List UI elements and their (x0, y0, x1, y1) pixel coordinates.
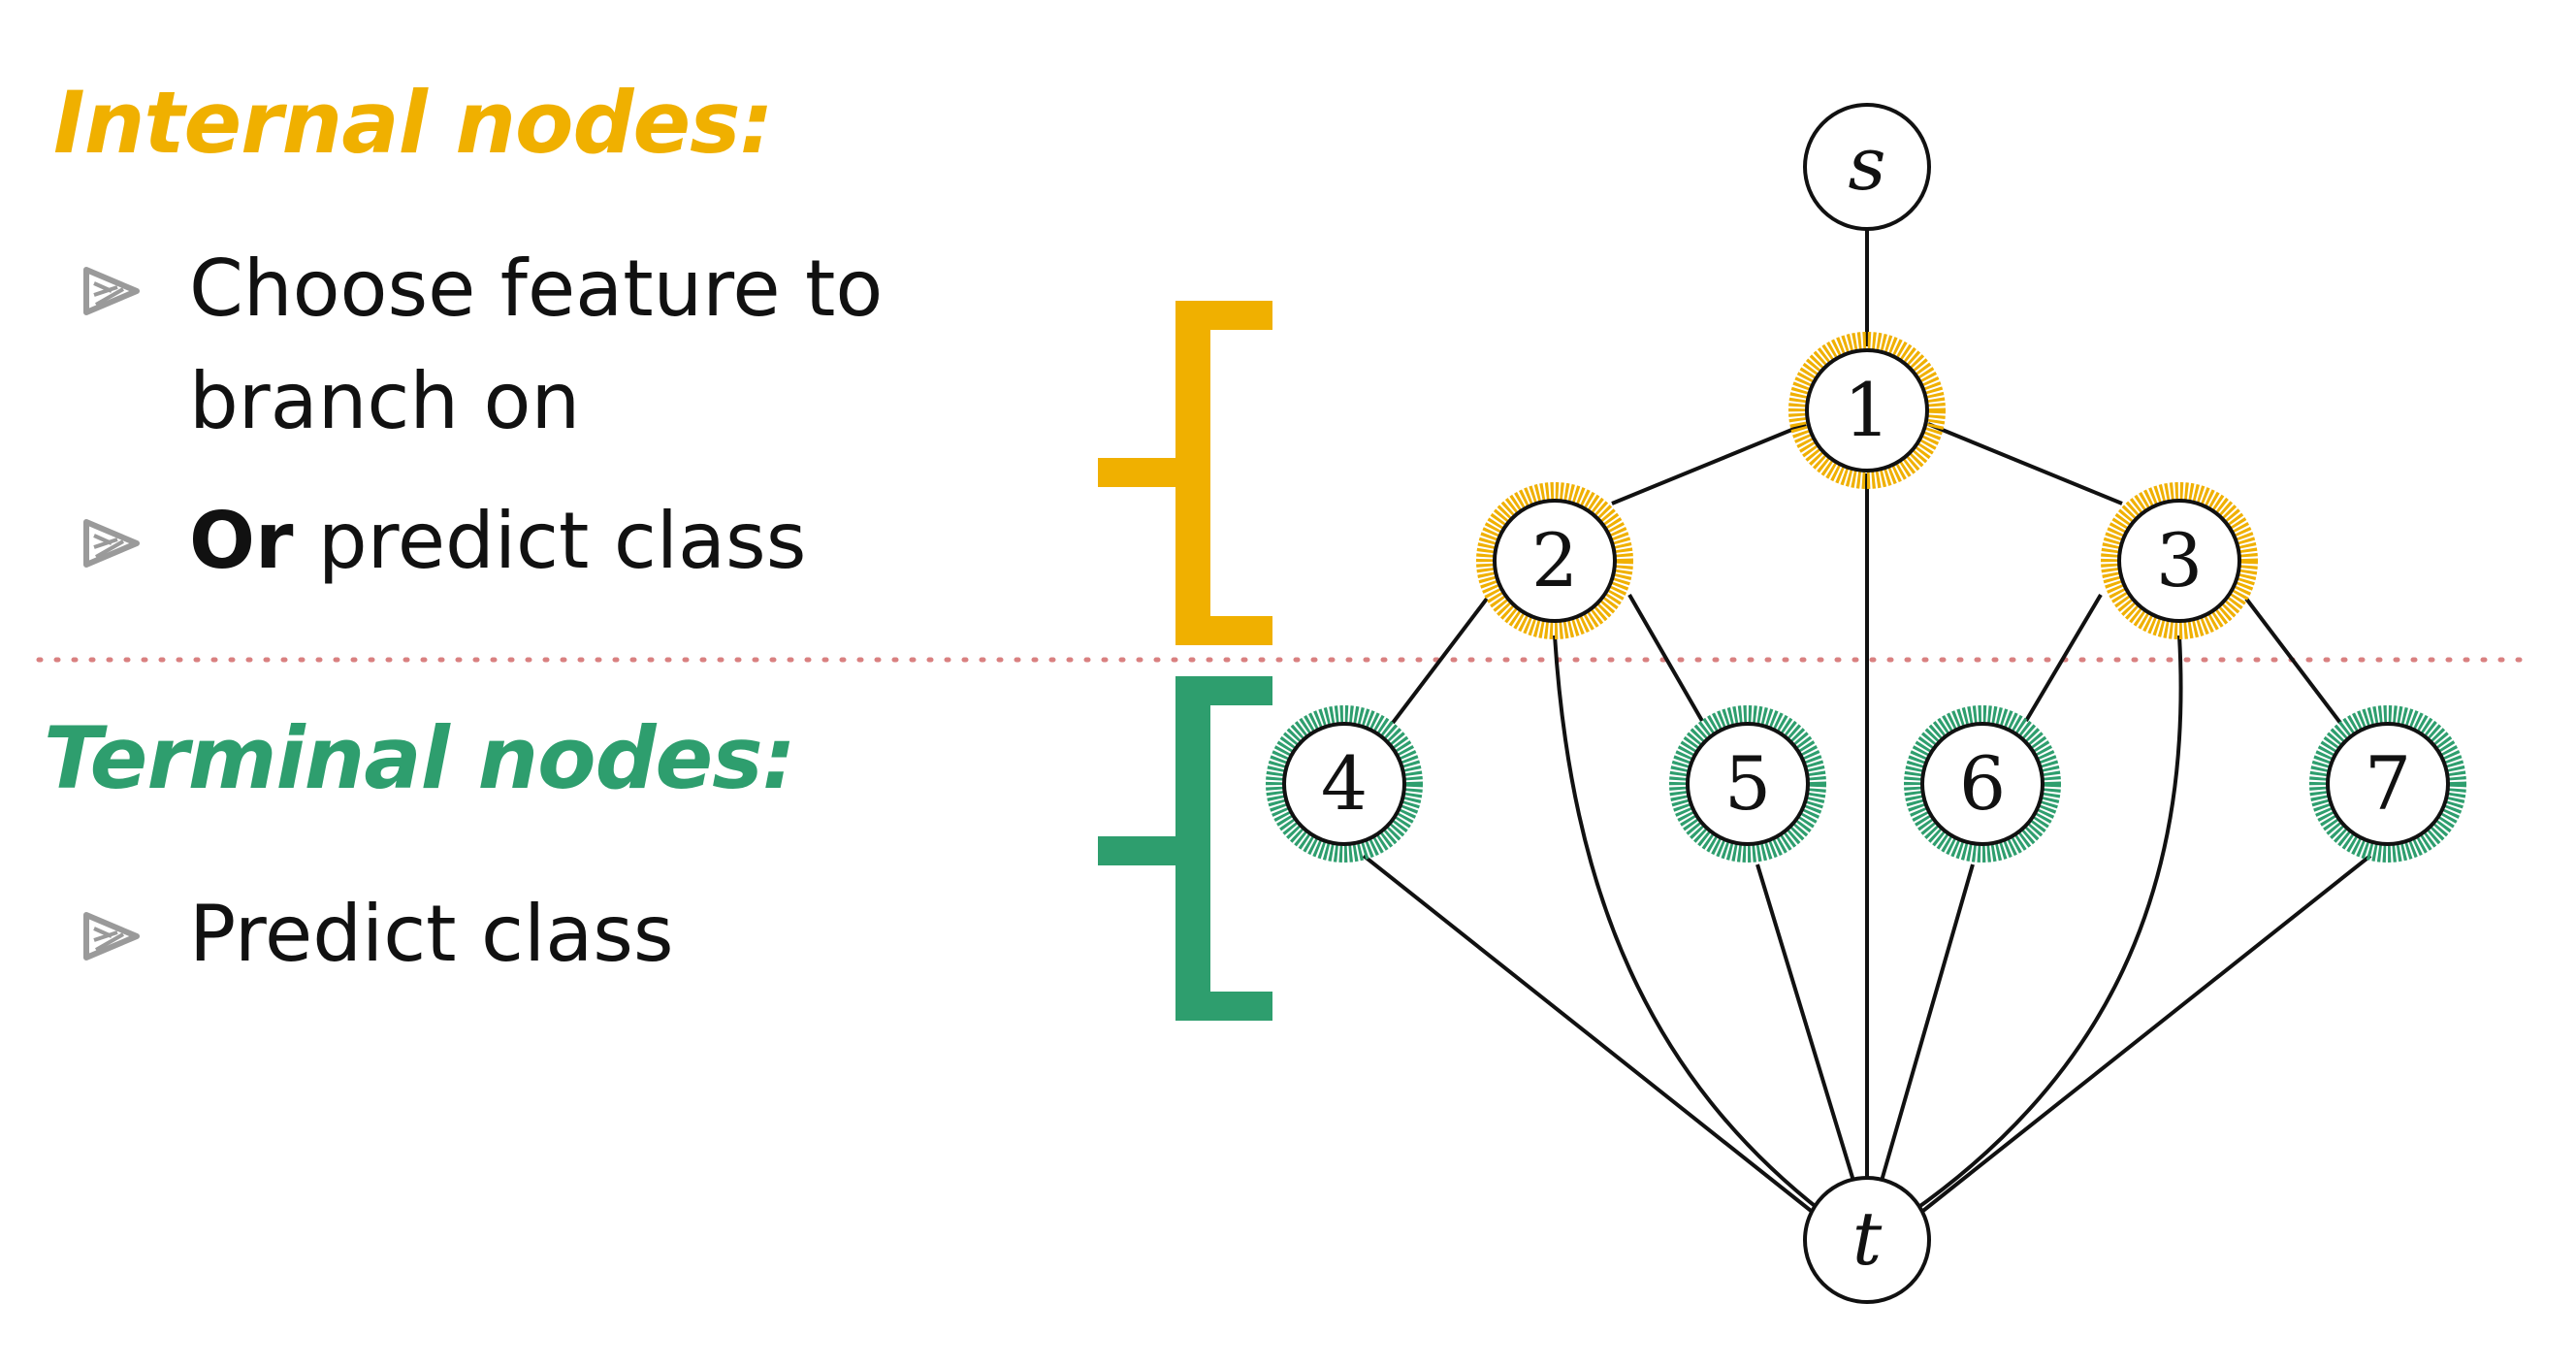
internal-highlight-rings (1476, 332, 2258, 639)
node-t (1803, 1176, 1931, 1304)
terminal-bullet-predict-class: Predict class (83, 878, 674, 991)
edge-2-4 (1391, 597, 1489, 725)
internal-bullet-1-line1: Choose feature to (189, 244, 884, 334)
node-1 (1805, 348, 1929, 472)
internal-nodes-heading: Internal nodes: (53, 73, 774, 173)
node-2-label: 2 (1531, 517, 1578, 603)
triangle-bullet-icon (83, 267, 140, 315)
bullet-rest-text: predict class (293, 496, 807, 586)
node-3 (2117, 499, 2241, 623)
node-5 (1686, 722, 1810, 846)
internal-bullet-1-line2: branch on (189, 356, 581, 446)
node-t-label: t (1852, 1195, 1883, 1282)
graph-edges (1362, 227, 2372, 1220)
edge-5-t (1755, 863, 1855, 1182)
triangle-bullet-icon (83, 519, 140, 568)
edge-7-t (1913, 854, 2372, 1220)
triangle-bullet-icon (83, 912, 140, 961)
edge-2-t (1553, 635, 1825, 1215)
node-s-label: s (1848, 120, 1885, 207)
edge-1-3 (1927, 422, 2123, 505)
node-7-label: 7 (2365, 740, 2411, 827)
bracket-terminal-icon (1098, 676, 1272, 1021)
node-5-label: 5 (1724, 740, 1771, 827)
edge-1-2 (1611, 422, 1807, 505)
terminal-nodes-heading: Terminal nodes: (44, 708, 796, 808)
node-3-label: 3 (2156, 517, 2203, 603)
node-s (1803, 103, 1931, 231)
terminal-bullet-text: Predict class (189, 889, 674, 979)
bullet-bold-or: Or (189, 496, 294, 586)
edge-3-7 (2244, 597, 2342, 725)
node-4-label: 4 (1321, 740, 1368, 827)
edge-2-5 (1627, 594, 1704, 722)
node-4 (1282, 722, 1406, 846)
node-6 (1920, 722, 2045, 846)
node-2 (1493, 499, 1617, 623)
bracket-internal-icon (1098, 301, 1272, 645)
node-7 (2326, 722, 2450, 846)
internal-bullet-predict-class: Or predict class (83, 485, 807, 598)
edge-6-t (1880, 863, 1975, 1182)
node-6-label: 6 (1959, 740, 2006, 827)
terminal-highlight-rings (1266, 705, 2466, 863)
graph-nodes (1282, 103, 2450, 1304)
node-1-label: 1 (1844, 367, 1890, 453)
edge-3-t (1909, 635, 2183, 1215)
edge-3-6 (2024, 593, 2103, 723)
internal-bullet-choose-feature: Choose feature to branch on (83, 233, 884, 458)
edge-4-t (1362, 854, 1821, 1220)
